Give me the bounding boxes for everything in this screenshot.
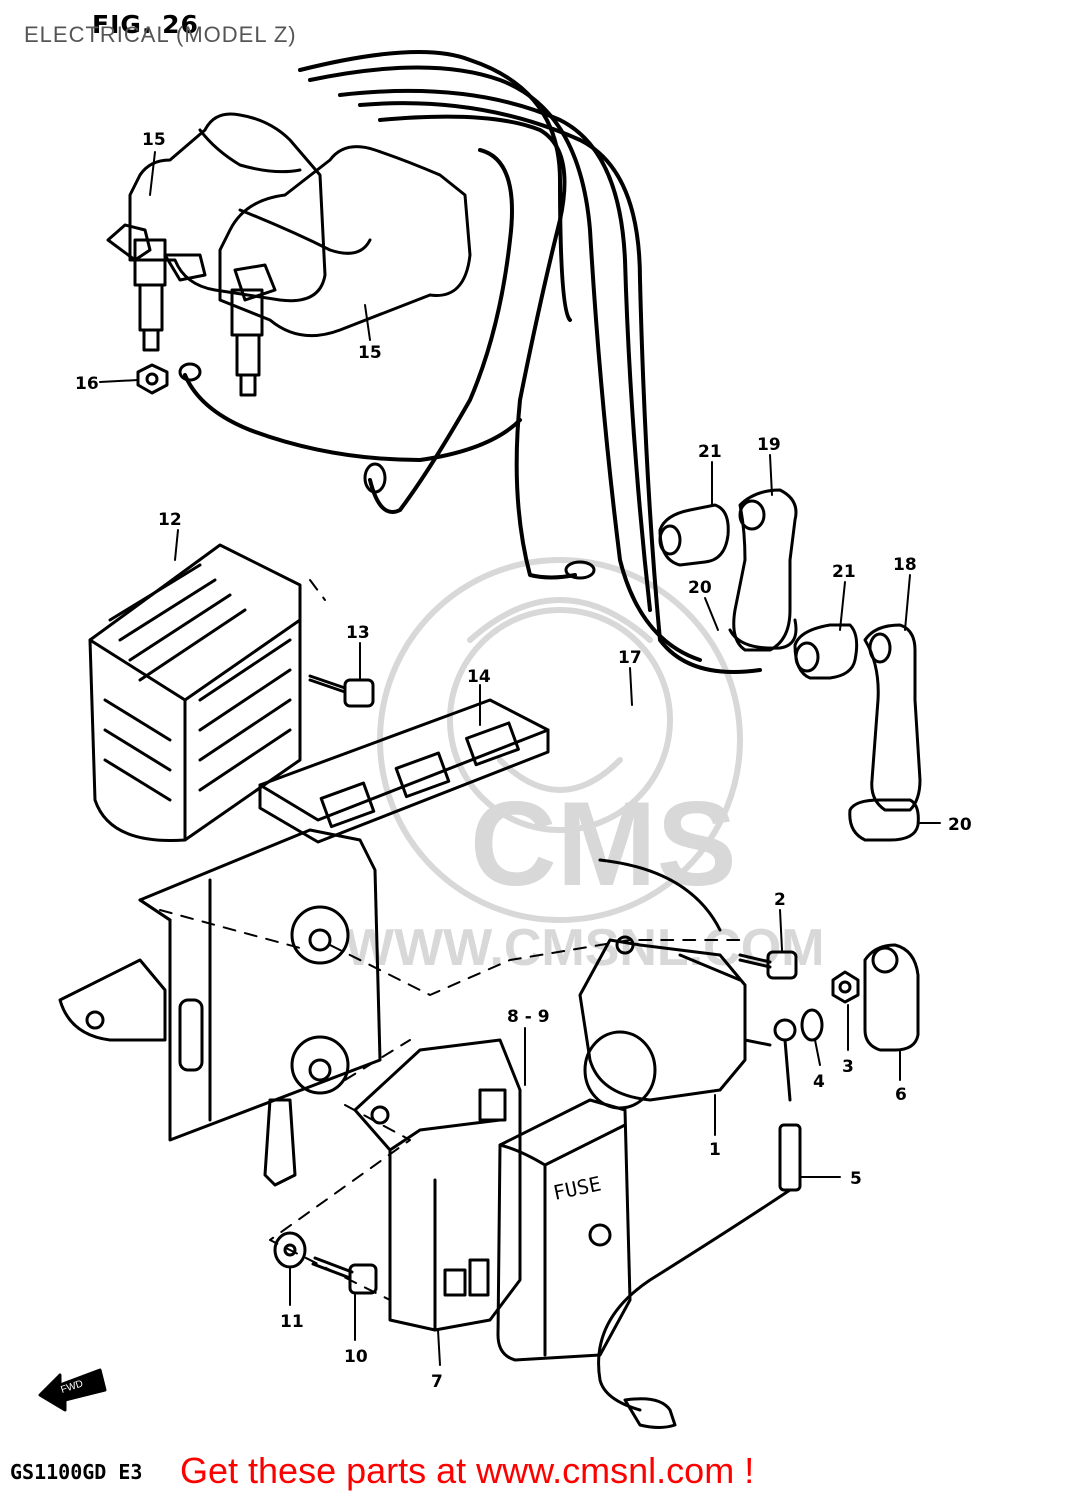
- spark-plug-cap-19[interactable]: [728, 488, 798, 652]
- fuse-box-cover[interactable]: [496, 1098, 632, 1362]
- callout-20-upper[interactable]: 20: [688, 578, 712, 598]
- bolt-13[interactable]: [308, 674, 375, 708]
- washer-4[interactable]: [800, 1008, 824, 1042]
- high-tension-leads: [183, 50, 762, 674]
- ignition-coil-rear[interactable]: [106, 112, 327, 352]
- ignition-coil-front[interactable]: [218, 145, 472, 397]
- bolt-2[interactable]: [738, 950, 798, 980]
- callout-4[interactable]: 4: [813, 1072, 825, 1092]
- model-code: GS1100GD E3: [10, 1460, 143, 1484]
- callout-10[interactable]: 10: [344, 1347, 368, 1367]
- callout-1[interactable]: 1: [709, 1140, 721, 1160]
- callouts: 15 15 16 21 19 12 13 21 18 20 14 17 20 2…: [75, 130, 972, 1392]
- callout-19[interactable]: 19: [757, 435, 781, 455]
- screw-10[interactable]: [311, 1256, 378, 1295]
- figure-number: FIG. 26: [92, 10, 199, 39]
- plug-cap-cover-21-lower[interactable]: [793, 623, 859, 680]
- regulator-rectifier-12[interactable]: [88, 543, 302, 842]
- lead-end-cap-3: [178, 362, 202, 382]
- callout-14[interactable]: 14: [467, 667, 491, 687]
- callout-16[interactable]: 16: [75, 374, 99, 394]
- callout-13[interactable]: 13: [346, 623, 370, 643]
- callout-15-front-coil[interactable]: 15: [358, 343, 382, 363]
- lead-end-cap: [564, 560, 596, 580]
- callout-2[interactable]: 2: [774, 890, 786, 910]
- callout-7[interactable]: 7: [431, 1372, 443, 1392]
- nut-16[interactable]: [136, 363, 169, 395]
- callout-17[interactable]: 17: [618, 648, 642, 668]
- forward-arrow-icon: [38, 1368, 107, 1412]
- callout-12[interactable]: 12: [158, 510, 182, 530]
- page-title: ELECTRICAL (MODEL Z): [24, 22, 297, 47]
- callout-21-upper[interactable]: 21: [698, 442, 722, 462]
- fuse-cover-label: FUSE: [551, 1171, 603, 1204]
- fuse-box-7[interactable]: [353, 1038, 522, 1332]
- nut-3[interactable]: [831, 970, 860, 1004]
- callout-18[interactable]: 18: [893, 555, 917, 575]
- seal-20-lower[interactable]: [848, 798, 920, 842]
- callout-15-rear-coil[interactable]: 15: [142, 130, 166, 150]
- watermark-brand: CMS: [470, 777, 737, 911]
- terminal-cover-6[interactable]: [863, 943, 920, 1052]
- callout-5[interactable]: 5: [850, 1169, 862, 1189]
- callout-6[interactable]: 6: [895, 1085, 907, 1105]
- callout-20-lower[interactable]: 20: [948, 815, 972, 835]
- callout-11[interactable]: 11: [280, 1312, 304, 1332]
- mounting-plate-14[interactable]: [258, 698, 550, 844]
- frame-bracket[interactable]: [58, 828, 382, 1187]
- spark-plug-cap-18[interactable]: [863, 623, 922, 812]
- battery-lead-5[interactable]: [597, 1018, 802, 1429]
- callout-3[interactable]: 3: [842, 1057, 854, 1077]
- promo-link[interactable]: Get these parts at www.cmsnl.com !: [180, 1450, 755, 1491]
- plug-cap-cover-21-upper[interactable]: [658, 503, 730, 567]
- callout-21-lower[interactable]: 21: [832, 562, 856, 582]
- leader-lines: [99, 151, 941, 1366]
- lead-end-cap-2: [363, 462, 387, 494]
- callout-8-9[interactable]: 8 - 9: [507, 1007, 550, 1027]
